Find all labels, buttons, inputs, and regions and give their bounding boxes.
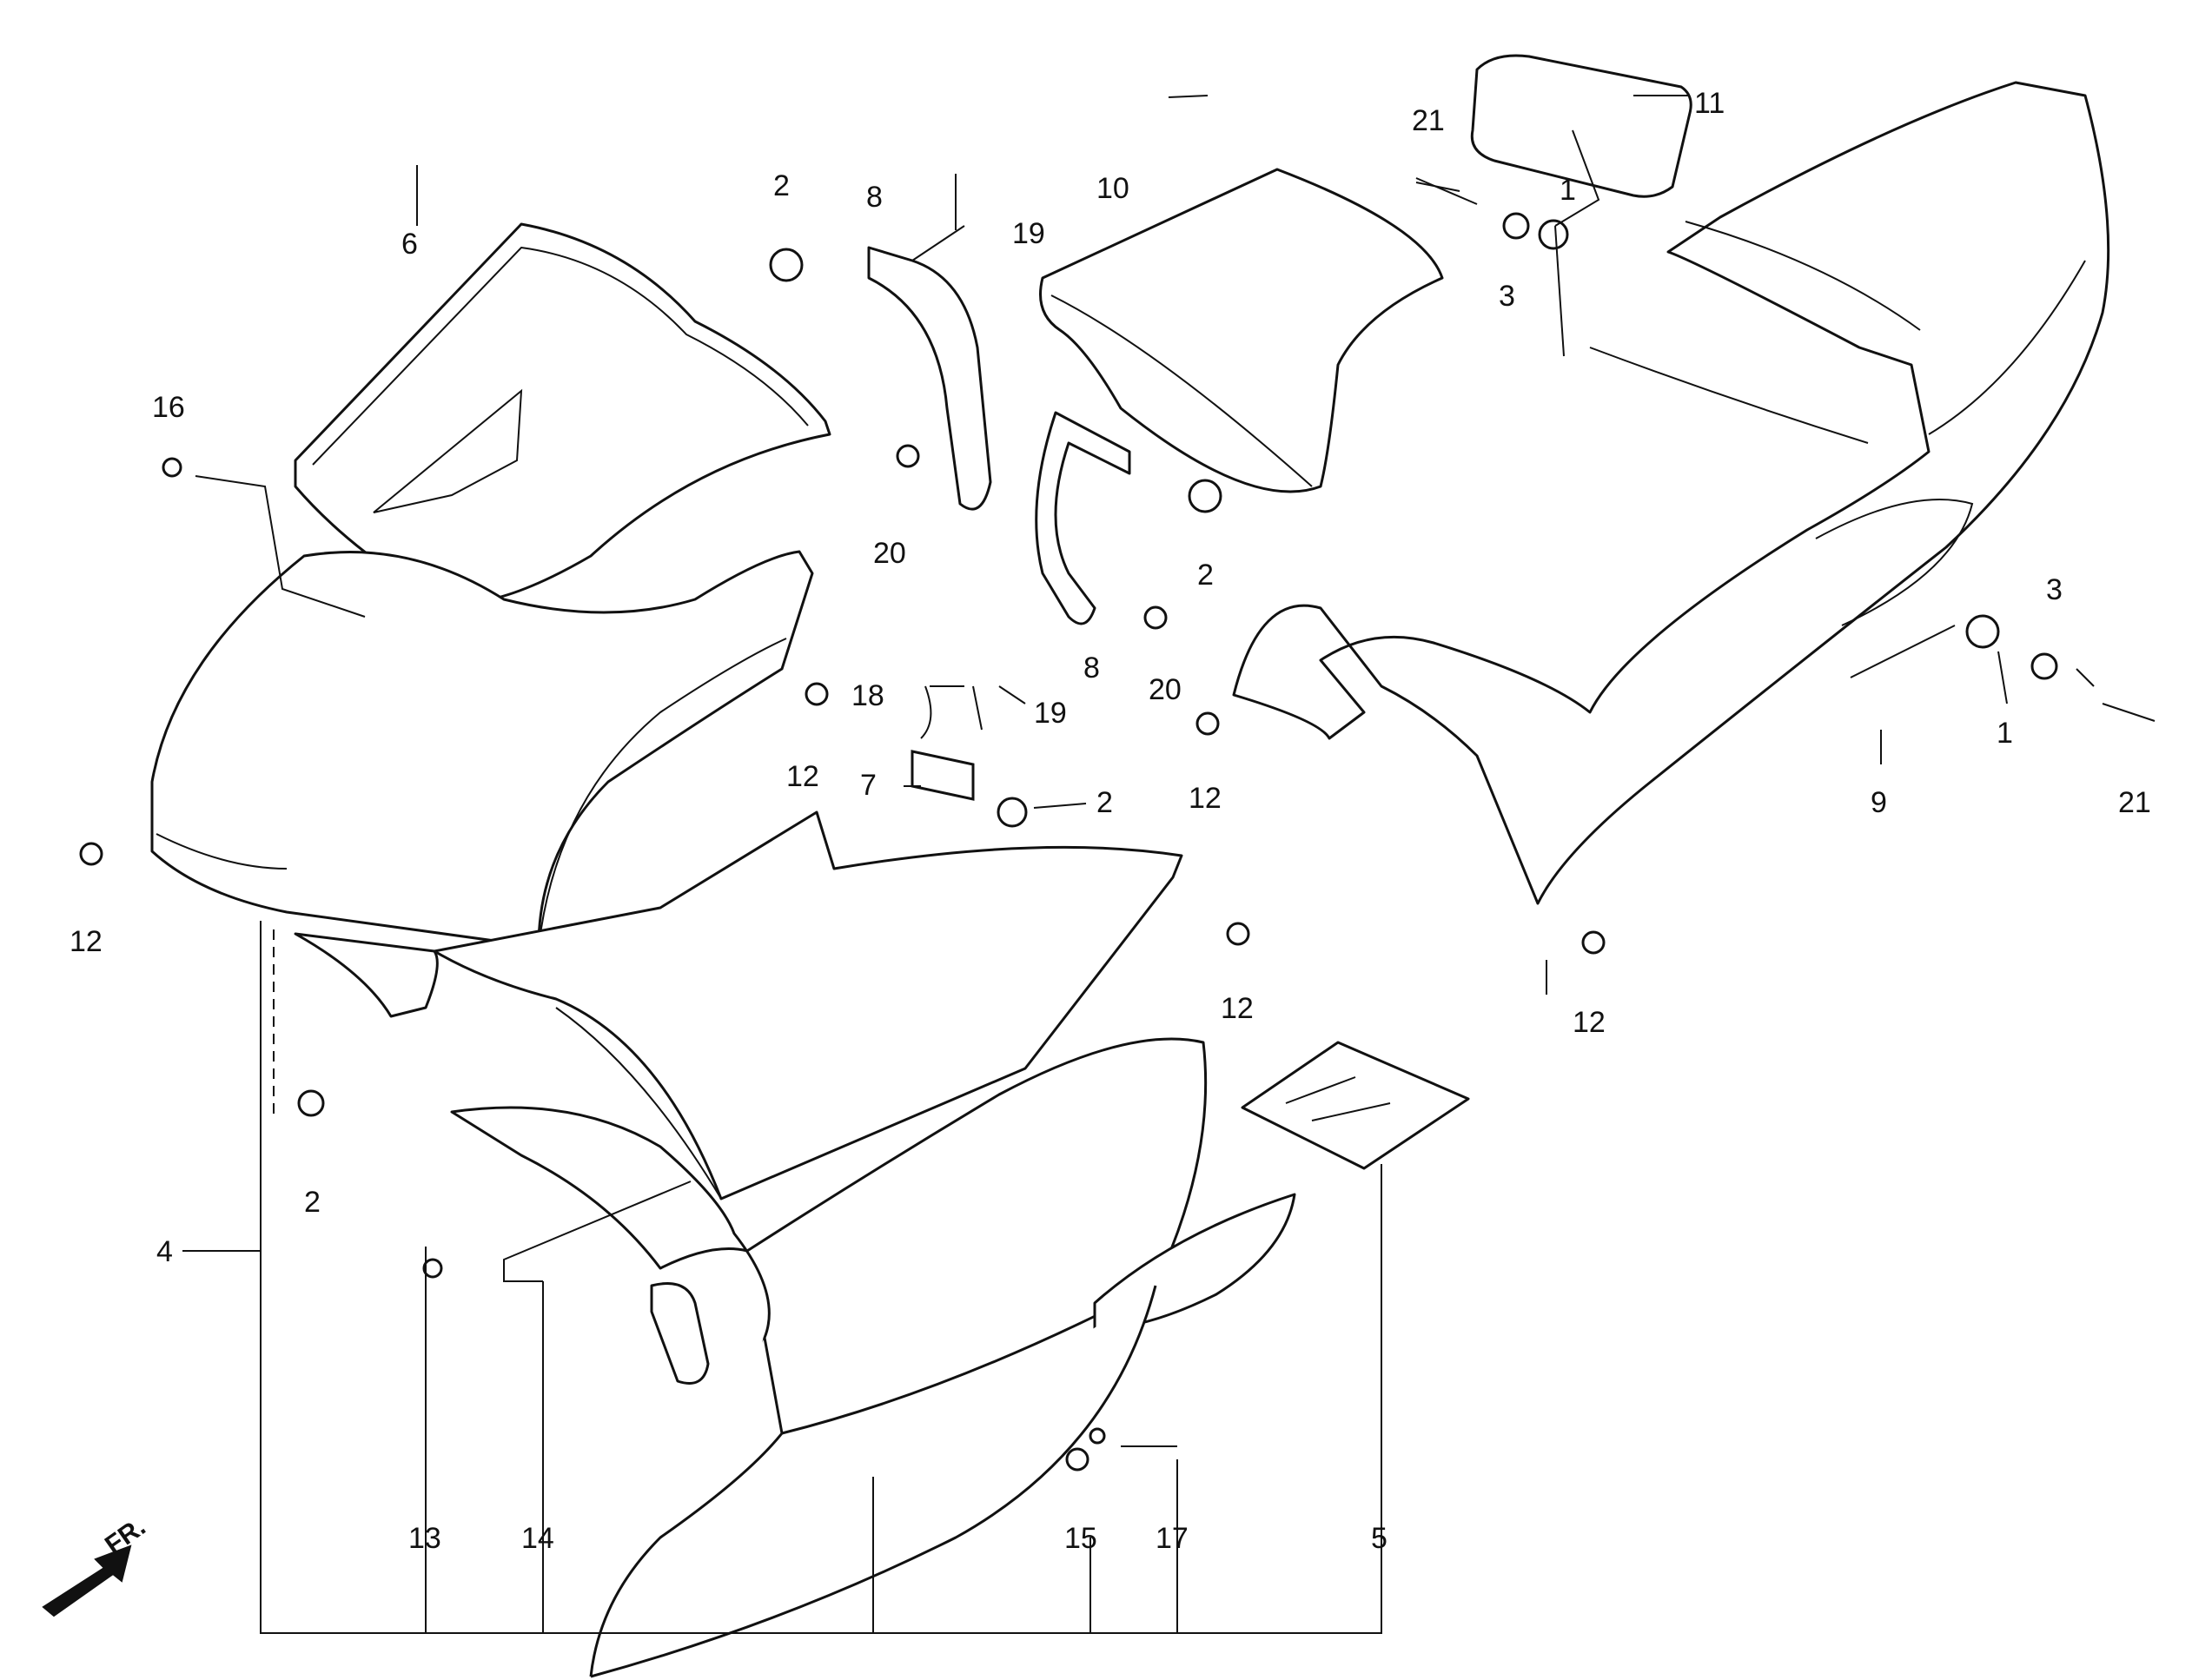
callout-3-top: 3 (1499, 280, 1515, 313)
windscreen (294, 222, 831, 605)
rear-seat-pad (1470, 54, 1692, 198)
callout-10: 10 (1096, 172, 1129, 205)
upper-cowl (150, 550, 814, 1018)
callout-9: 9 (1871, 786, 1887, 819)
callouts: 1 1 2 2 2 2 3 3 4 5 6 7 8 8 9 10 11 12 1… (70, 87, 2151, 1555)
callout-20-bottom: 20 (1149, 673, 1182, 706)
callout-2-mid: 2 (1096, 786, 1113, 819)
callout-1-top: 1 (1560, 174, 1576, 207)
callout-6: 6 (401, 228, 418, 261)
callout-12-side: 12 (1221, 992, 1254, 1025)
callout-14: 14 (521, 1522, 554, 1555)
callout-8-bottom: 8 (1083, 651, 1100, 685)
callout-4: 4 (156, 1235, 173, 1268)
callout-12-rear: 12 (1573, 1006, 1606, 1039)
callout-2-rail: 2 (1197, 559, 1214, 592)
callout-12-center: 12 (1189, 782, 1222, 815)
middle-cowl (433, 810, 1183, 1200)
front-arrow-icon (42, 1544, 132, 1617)
callout-18: 18 (851, 679, 884, 712)
side-plate (1241, 1041, 1470, 1170)
callout-15: 15 (1064, 1522, 1097, 1555)
rear-cowl (1232, 81, 2110, 905)
callout-21-right: 21 (2118, 786, 2151, 819)
callout-19-top: 19 (1012, 217, 1045, 250)
front-seat (1039, 168, 1444, 493)
callout-3-right: 3 (2046, 573, 2063, 606)
callout-21-top: 21 (1412, 104, 1445, 137)
callout-11: 11 (1694, 87, 1725, 120)
callout-20-top: 20 (873, 537, 906, 570)
callout-8-top: 8 (866, 181, 883, 214)
leader-lines (182, 95, 2095, 1634)
callout-2-cowl: 2 (304, 1186, 321, 1219)
callout-5: 5 (1371, 1522, 1387, 1555)
callout-16: 16 (152, 391, 185, 424)
front-direction-indicator: FR. (42, 1512, 151, 1617)
callout-1-right: 1 (1997, 717, 2013, 750)
callout-12-nose: 12 (70, 925, 103, 958)
callout-13: 13 (408, 1522, 441, 1555)
grab-rails (867, 246, 1131, 625)
callout-12-mid: 12 (786, 760, 819, 793)
callout-7: 7 (860, 769, 877, 802)
front-label: FR. (100, 1512, 151, 1560)
callout-17: 17 (1156, 1522, 1189, 1555)
hardware (79, 177, 2156, 1472)
callout-19-mid: 19 (1034, 697, 1067, 730)
callout-2-grab: 2 (773, 169, 790, 202)
